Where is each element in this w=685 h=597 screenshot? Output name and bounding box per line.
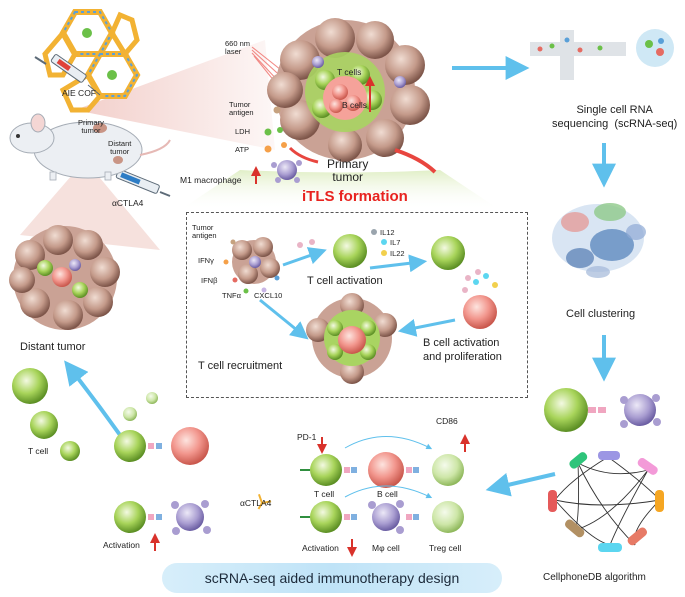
t-cells-label: T cells xyxy=(337,67,362,77)
bottom-interactions-row1 xyxy=(114,427,464,488)
arrow-t-activation xyxy=(282,247,327,267)
atp-label: ATP xyxy=(235,145,250,154)
design-banner: scRNA-seq aided immunotherapy design xyxy=(162,563,502,593)
actla4-antibody-icon xyxy=(257,493,272,510)
t-cell-recruitment-label: T cell recruitment xyxy=(198,360,283,372)
signal-dot xyxy=(297,242,303,248)
primary-tumor-illustration xyxy=(267,18,437,174)
tumor-antigen-top-label: Tumor antigen xyxy=(229,100,254,117)
cellphonedb-label: CellphoneDB algorithm xyxy=(543,572,646,583)
distant-tumor-illustration xyxy=(9,225,120,330)
left-t-cells xyxy=(12,368,158,461)
design-banner-text: scRNA-seq aided immunotherapy design xyxy=(204,570,460,586)
itls-box-tumor xyxy=(223,237,280,294)
arrow-to-design xyxy=(485,472,556,497)
primary-tumor-label: Primary tumor xyxy=(327,157,369,184)
itls-core xyxy=(306,293,397,384)
actla4-bottom-label: αCTLA4 xyxy=(240,498,272,508)
arrow-to-itls-core xyxy=(397,318,456,337)
release-factor-dots xyxy=(264,106,287,153)
arrow-t-recruitment xyxy=(259,298,309,340)
itls-glow xyxy=(180,170,500,210)
distant-tumor-label: Distant tumor xyxy=(20,341,86,353)
ldh-label: LDH xyxy=(235,127,251,136)
b-cell-activation-label: B cell activation and proliferation xyxy=(423,337,502,363)
scrna-seq-label: Single cell RNA sequencing (scRNA-seq) xyxy=(552,104,678,130)
cell-cluster-plot xyxy=(552,203,646,278)
bottom-interactions-row2 xyxy=(114,485,464,535)
mouse-illustration xyxy=(9,113,171,181)
itls-mechanism-box xyxy=(186,212,528,398)
m1-macrophage-label: M1 macrophage xyxy=(180,175,242,185)
tnf-alpha-label: TNFα xyxy=(222,291,241,300)
cellphonedb-cell-pair xyxy=(544,388,661,432)
activated-t-cell xyxy=(333,234,367,268)
itls-formation-title: iTLS formation xyxy=(302,188,408,205)
b-cell-mid-label: B cell xyxy=(377,489,398,499)
activation-mid-label: Activation xyxy=(302,543,339,553)
ifn-gamma-label: IFNγ xyxy=(198,256,214,265)
syringe-icon xyxy=(115,169,171,197)
primary-tumor-beam xyxy=(75,40,275,150)
treg-cell-label: Treg cell xyxy=(429,543,462,553)
actla4-top-label: αCTLA4 xyxy=(112,198,144,208)
cxcl10-label: CXCL10 xyxy=(254,291,283,300)
arrow-to-distant-tumor xyxy=(64,360,122,437)
box-t-b-cells xyxy=(431,236,498,329)
microfluidic-chip-icon xyxy=(530,29,674,80)
cytokine-dots xyxy=(371,229,387,256)
il22-label: IL22 xyxy=(390,249,405,258)
cellphonedb-network xyxy=(548,451,664,552)
signal-dot xyxy=(309,239,315,245)
ifn-beta-label: IFNβ xyxy=(201,276,218,285)
t-cell-left-label: T cell xyxy=(28,446,49,456)
b-cells-label: B cells xyxy=(342,100,368,110)
syringe-icon xyxy=(34,54,101,96)
aie-cof-label: AIE COF xyxy=(62,88,97,98)
t-cell-mid-label: T cell xyxy=(314,489,335,499)
arrow-b-activation xyxy=(369,254,428,273)
pd1-label: PD-1 xyxy=(297,432,317,442)
mphi-cell-label: Mφ cell xyxy=(372,543,400,553)
t-cell-activation-label: T cell activation xyxy=(307,275,383,287)
tumor-antigen-box-label: Tumor antigen xyxy=(192,223,217,240)
primary-tumor-mouse-label: Primary tumor xyxy=(78,118,104,135)
laser-label: 660 nm laser xyxy=(225,39,251,56)
activation-left-label: Activation xyxy=(103,540,140,550)
cell-clustering-label: Cell clustering xyxy=(566,308,636,320)
distant-tumor-mouse-label: Distant tumor xyxy=(108,139,132,156)
m1-macrophage-icon xyxy=(271,160,302,183)
il7-label: IL7 xyxy=(390,238,401,247)
aie-cof-structure xyxy=(42,9,141,113)
cd86-label: CD86 xyxy=(436,416,458,426)
il12-label: IL12 xyxy=(380,228,395,237)
